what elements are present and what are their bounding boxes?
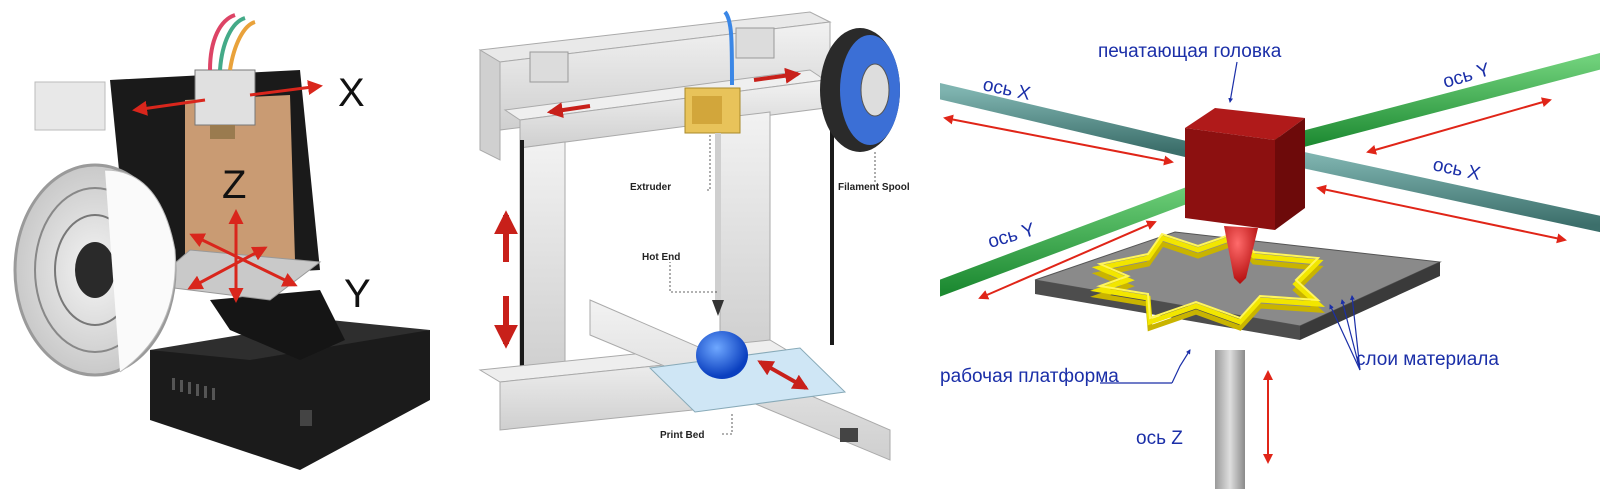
label-extruder: Extruder [630, 182, 671, 193]
printed-object [696, 331, 748, 379]
y-axis-arrow-left-concept [978, 220, 1157, 300]
y-axis-arrow-schematic [757, 360, 809, 390]
concept-leaders [1100, 61, 1361, 384]
label-work-platform: рабочая платформа [940, 366, 1119, 387]
x-axis-arrow-left [132, 98, 206, 116]
y-carriage [210, 290, 345, 360]
left-upright [519, 141, 566, 373]
x-axis-arrow-right [249, 80, 323, 97]
label-filament-spool: Filament Spool [838, 182, 910, 193]
x-axis-arrow-bed [187, 246, 268, 290]
callout-leaders [669, 135, 876, 435]
x-axis-arrow-right-schematic [753, 67, 802, 84]
extruder-block [684, 10, 741, 316]
label-print-head: печатающая головка [1098, 41, 1282, 62]
right-upright [719, 111, 771, 353]
label-hot-end: Hot End [642, 252, 680, 263]
power-switch [300, 410, 312, 426]
z-post [1215, 350, 1245, 489]
x-axis-arrow-left-schematic [546, 102, 591, 119]
axis-label-z: Z [222, 163, 246, 207]
control-box [34, 81, 106, 131]
extruder-head [194, 13, 256, 139]
label-print-bed: Print Bed [660, 430, 704, 441]
printer-concept-panel: печатающая головка ось X ось X ось Y ось… [940, 0, 1600, 489]
x-axis-arrow-left-concept [943, 114, 1174, 166]
axis-label-x: X [338, 71, 365, 115]
printer-schematic-illustration: Extruder Filament Spool Hot End Print Be… [478, 10, 910, 461]
print-head [1185, 108, 1305, 284]
axis-label-y: Y [344, 272, 371, 316]
printer-concept-illustration: печатающая головка ось X ось X ось Y ось… [940, 41, 1600, 489]
label-axis-x-right: ось X [1431, 154, 1483, 185]
printer-photo-illustration: X Z Y [13, 13, 430, 470]
label-material-layers: слои материала [1356, 349, 1499, 370]
filament-spool-schematic [820, 28, 900, 152]
filament-spool [13, 163, 177, 377]
printer-photo-panel: X Z Y [0, 0, 450, 489]
printer-schematic-panel: Extruder Filament Spool Hot End Print Be… [470, 0, 940, 489]
y-axis-arrow-right-concept [1366, 97, 1552, 155]
label-axis-z: ось Z [1136, 428, 1183, 449]
x-axis-arrow-right-concept [1316, 184, 1567, 244]
